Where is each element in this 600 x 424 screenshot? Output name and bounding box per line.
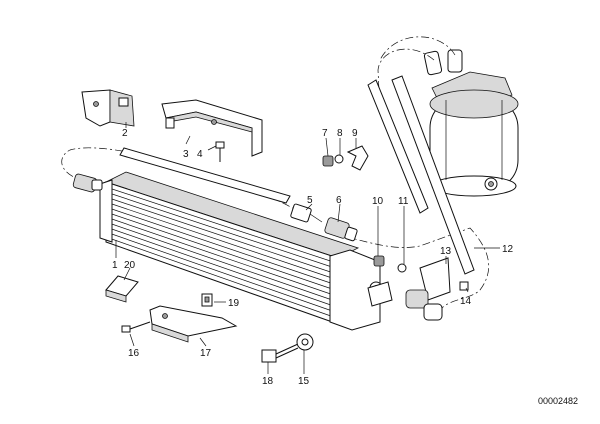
cooler-fin-line: [105, 196, 339, 275]
cooler-fin-line: [105, 201, 339, 281]
cooler-fin-line: [105, 221, 339, 303]
cooler-fin-line: [105, 216, 339, 297]
hose-tubes: [119, 75, 475, 275]
callout-6: 6: [336, 195, 342, 206]
fitting-6: [324, 217, 358, 242]
clip-7-8-9: [322, 145, 369, 171]
callout-15: 15: [298, 376, 310, 387]
bolt-4: [215, 141, 225, 162]
cooler-fin-line: [105, 236, 339, 319]
callout-4: 4: [197, 149, 203, 160]
callout-18: 18: [262, 376, 274, 387]
callout-1: 1: [112, 260, 118, 271]
cooler-fin-line: [105, 191, 339, 270]
washer-15: [296, 333, 314, 351]
callout-labels: 1 2 3 4 5 6 7 8 9 10 11 12 13 14 15 16 1…: [112, 128, 514, 387]
nut-10: [373, 255, 407, 273]
callout-5: 5: [307, 195, 313, 206]
oil-filter-housing: [423, 49, 519, 197]
bracket-20: [105, 275, 139, 303]
screw-16: [121, 321, 151, 333]
callout-3: 3: [183, 149, 189, 160]
cooler-fin-line: [105, 206, 339, 286]
callout-20: 20: [124, 260, 136, 271]
bracket-3: [161, 99, 263, 157]
callout-12: 12: [502, 244, 514, 255]
callout-7: 7: [322, 128, 328, 139]
bracket-2: [81, 89, 135, 127]
callout-19: 19: [228, 298, 240, 309]
callout-2: 2: [122, 128, 128, 139]
drawing-code: 00002482: [538, 396, 578, 406]
callout-13: 13: [440, 246, 452, 257]
oil-cooler-1: [99, 171, 383, 331]
fitting-5: [290, 203, 323, 223]
hose-end-fittings: [367, 257, 469, 321]
callout-9: 9: [352, 128, 358, 139]
cooler-fin-line: [105, 226, 339, 308]
callout-8: 8: [337, 128, 343, 139]
cooler-fin-line: [105, 186, 339, 264]
callout-16: 16: [128, 348, 140, 359]
hose-coupling-left: [72, 173, 103, 193]
bolt-18: [261, 343, 299, 363]
cooler-fin-line: [105, 231, 339, 314]
bracket-17: [149, 305, 238, 343]
callout-11: 11: [398, 196, 409, 207]
callout-17: 17: [200, 348, 212, 359]
cooler-fin-line: [105, 211, 339, 292]
callout-14: 14: [460, 296, 472, 307]
clip-19: [201, 293, 213, 307]
oil-hoses: [61, 36, 489, 311]
leader-lines: [115, 122, 500, 374]
callout-10: 10: [372, 196, 384, 207]
